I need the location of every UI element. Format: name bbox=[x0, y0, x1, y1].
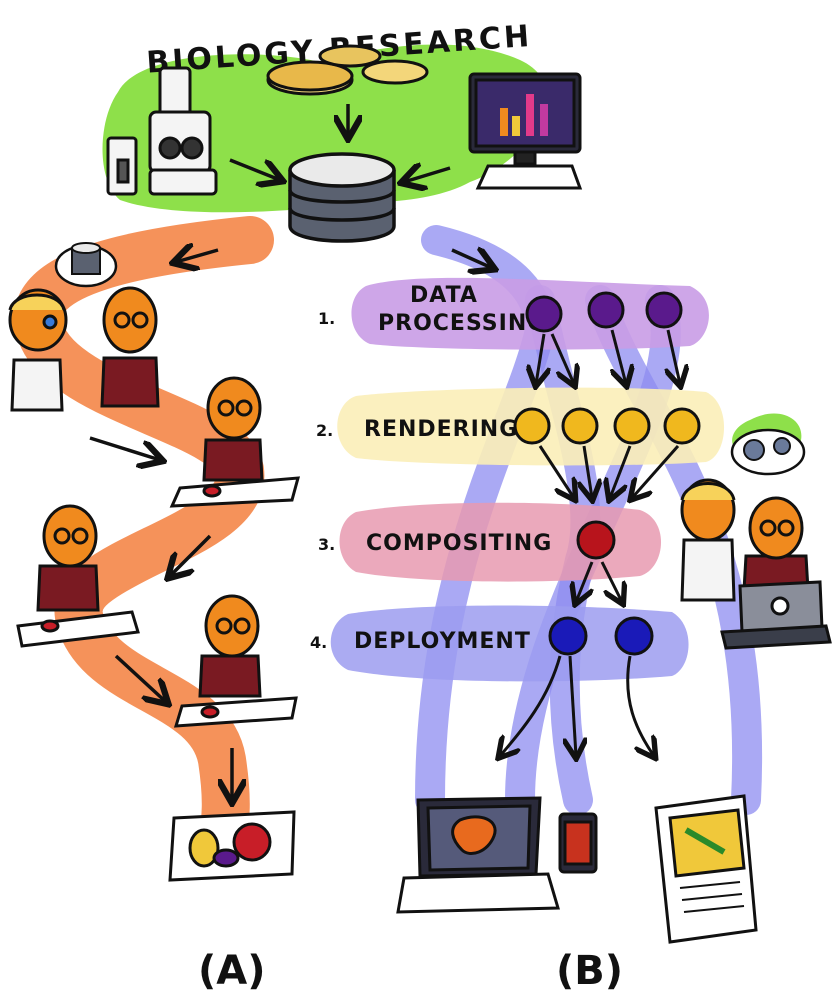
stage-rendering: 2. RENDERING bbox=[316, 417, 518, 442]
magazine-icon bbox=[654, 794, 758, 944]
researcher-at-table-3 bbox=[173, 594, 298, 728]
stage-number: 4. bbox=[310, 633, 327, 652]
deployment-node bbox=[614, 616, 654, 656]
stage-processing: 1. DATA PROCESSING bbox=[318, 283, 546, 336]
thought-bubble bbox=[54, 242, 118, 288]
stage-label: DEPLOYMENT bbox=[354, 629, 531, 654]
tablet-icon bbox=[558, 812, 598, 874]
compositing-node bbox=[576, 520, 616, 560]
panel-b-label: (B) bbox=[556, 948, 623, 994]
deployment-node bbox=[548, 616, 588, 656]
processing-nodes bbox=[525, 291, 683, 333]
stage-number: 2. bbox=[316, 421, 333, 440]
researcher-figure bbox=[100, 286, 160, 408]
rendering-nodes bbox=[513, 407, 701, 445]
stage-label: RENDERING bbox=[364, 417, 518, 442]
panel-a-label: (A) bbox=[198, 948, 266, 994]
stage-number: 1. bbox=[318, 309, 335, 328]
pipeline-arrows bbox=[500, 329, 680, 756]
database-icon bbox=[71, 242, 101, 275]
pipeline-workflow: 1. DATA PROCESSING 2. RENDERING 3. COMPO… bbox=[310, 225, 832, 994]
petri-dish-icon bbox=[266, 44, 429, 96]
deployment-nodes bbox=[548, 616, 654, 656]
stage-label: COMPOSITING bbox=[366, 531, 552, 556]
rendering-node bbox=[513, 407, 551, 445]
researcher-at-table-2 bbox=[16, 504, 140, 648]
processing-node bbox=[645, 291, 683, 329]
research-area: BIOLOGY RESEARCH bbox=[102, 19, 583, 243]
gears-thought bbox=[730, 413, 806, 476]
rendering-node bbox=[613, 407, 651, 445]
microscope-icon bbox=[106, 66, 218, 196]
database-icon bbox=[288, 152, 396, 243]
scientist-body bbox=[680, 538, 736, 602]
laptop-icon bbox=[396, 796, 560, 914]
rendering-node bbox=[663, 407, 701, 445]
final-illustration bbox=[168, 810, 296, 882]
laptop-icon bbox=[720, 580, 832, 650]
processing-node bbox=[587, 291, 625, 329]
team-figures bbox=[680, 478, 810, 602]
processing-node bbox=[525, 295, 563, 333]
manual-workflow: (A) bbox=[8, 216, 301, 994]
compositing-band bbox=[339, 502, 662, 582]
stage-label-line1: DATA bbox=[410, 283, 478, 308]
stage-number: 3. bbox=[318, 535, 335, 554]
deployment-band bbox=[330, 605, 689, 682]
stage-label-line2: PROCESSING bbox=[378, 311, 546, 336]
researcher-at-table-1 bbox=[169, 376, 301, 508]
monitor-chart-icon bbox=[468, 72, 583, 190]
rendering-node bbox=[561, 407, 599, 445]
gears-icon bbox=[743, 437, 791, 461]
stage-deployment: 4. DEPLOYMENT bbox=[310, 629, 531, 654]
stage-compositing: 3. COMPOSITING bbox=[318, 531, 552, 556]
scientist-figure bbox=[8, 288, 68, 412]
